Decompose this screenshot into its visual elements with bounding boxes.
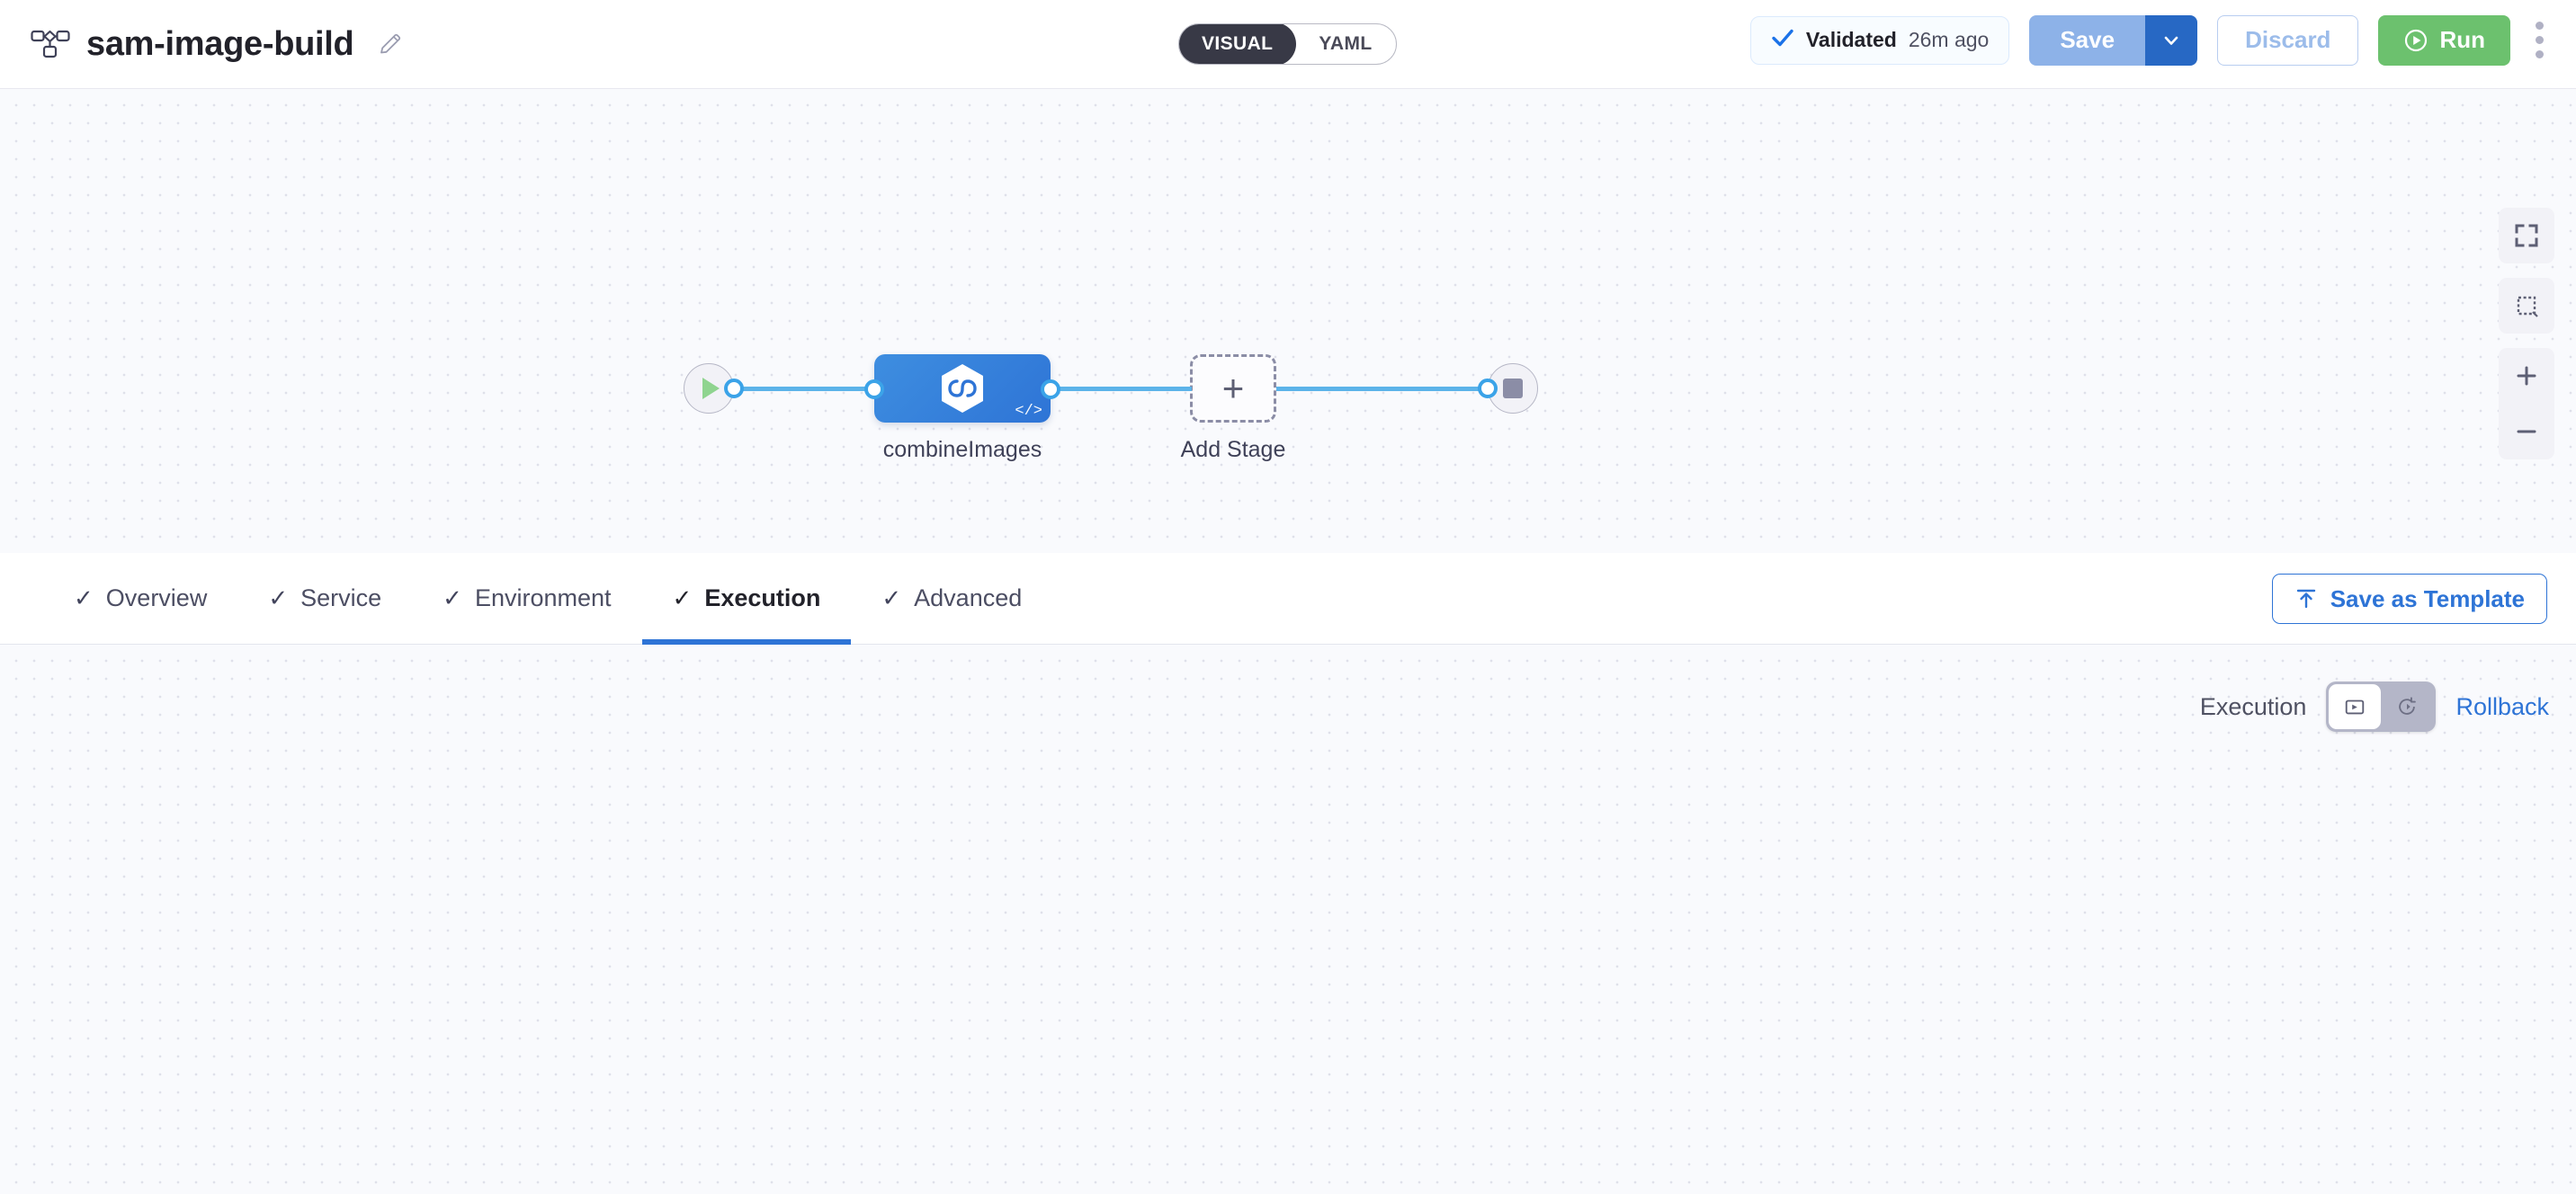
header-actions: Validated 26m ago Save Discard Run xyxy=(1749,13,2549,67)
play-triangle-icon xyxy=(702,378,720,399)
dashed-square-icon xyxy=(2517,296,2538,317)
stage-label: combineImages xyxy=(882,437,1042,462)
zoom-in-button[interactable] xyxy=(2499,348,2554,404)
zoom-to-selection-button[interactable] xyxy=(2499,278,2554,334)
start-output-port[interactable] xyxy=(724,379,744,398)
save-as-template-button[interactable]: Save as Template xyxy=(2271,574,2547,624)
save-button[interactable]: Save xyxy=(2029,14,2146,66)
tab-label: Overview xyxy=(105,584,208,611)
execution-mode-button[interactable] xyxy=(2329,684,2382,729)
rollback-link[interactable]: Rollback xyxy=(2455,692,2549,720)
run-button[interactable]: Run xyxy=(2378,14,2510,66)
stage-output-port[interactable] xyxy=(1041,379,1060,399)
tabs-list: ✓ Overview ✓ Service ✓ Environment ✓ Exe… xyxy=(0,553,1052,645)
stage-config-tabs: ✓ Overview ✓ Service ✓ Environment ✓ Exe… xyxy=(0,553,2576,645)
run-button-label: Run xyxy=(2439,26,2485,53)
stage-node-combineimages[interactable]: </> combineImages xyxy=(864,354,1060,462)
check-icon: ✓ xyxy=(443,584,462,611)
add-stage-button[interactable]: + Add Stage xyxy=(1181,354,1285,462)
play-circle-icon xyxy=(2403,28,2428,53)
validated-timestamp: 26m ago xyxy=(1908,28,1990,51)
canvas-zoom-controls xyxy=(2499,208,2554,459)
validated-label: Validated xyxy=(1805,28,1897,51)
stage-input-port[interactable] xyxy=(864,379,884,399)
code-badge: </> xyxy=(1015,403,1042,420)
execution-rollback-switch: Execution Rollback xyxy=(2200,682,2549,732)
edge-addstage-to-end xyxy=(1276,387,1495,391)
status-badge-validated: Validated 26m ago xyxy=(1749,15,2010,65)
zoom-out-button[interactable] xyxy=(2499,404,2554,459)
chevron-down-icon[interactable] xyxy=(2145,14,2198,66)
template-upload-icon xyxy=(2294,587,2318,610)
execution-mode-label: Execution xyxy=(2199,692,2307,720)
tab-label: Advanced xyxy=(914,584,1023,611)
rollback-mode-button[interactable] xyxy=(2381,684,2433,729)
check-icon: ✓ xyxy=(672,584,693,611)
rollback-circular-arrow-icon xyxy=(2399,697,2417,715)
pipeline-nodes-icon xyxy=(31,26,70,62)
tab-advanced[interactable]: ✓ Advanced xyxy=(851,553,1052,645)
save-split-button[interactable]: Save xyxy=(2029,14,2198,66)
plus-icon: + xyxy=(1221,367,1245,409)
zoom-in-out-group xyxy=(2499,348,2554,459)
harness-ci-hexagon-icon xyxy=(938,362,987,414)
tab-execution[interactable]: ✓ Execution xyxy=(641,553,852,645)
toggle-yaml[interactable]: YAML xyxy=(1319,33,1373,54)
minus-icon xyxy=(2517,430,2536,433)
end-input-port[interactable] xyxy=(1478,379,1498,398)
toggle-visual[interactable]: VISUAL xyxy=(1178,24,1297,64)
check-icon: ✓ xyxy=(74,584,94,611)
save-as-template-label: Save as Template xyxy=(2330,584,2525,612)
app-header: sam-image-build VISUAL YAML Validated 26… xyxy=(0,0,2576,89)
execution-canvas[interactable]: k8s-step-group xyxy=(0,645,2576,1194)
execution-panel-icon xyxy=(2346,699,2365,715)
tab-service[interactable]: ✓ Service xyxy=(237,553,412,645)
add-stage-label: Add Stage xyxy=(1180,437,1286,462)
check-icon: ✓ xyxy=(881,584,902,611)
mode-segmented-control[interactable] xyxy=(2326,682,2437,732)
more-vertical-icon[interactable] xyxy=(2530,13,2549,67)
visual-yaml-toggle[interactable]: VISUAL YAML xyxy=(1178,23,1397,65)
tab-overview[interactable]: ✓ Overview xyxy=(43,553,237,645)
header-left-group: sam-image-build xyxy=(0,25,404,64)
page-title: sam-image-build xyxy=(86,24,354,63)
discard-button[interactable]: Discard xyxy=(2217,14,2359,66)
tab-environment[interactable]: ✓ Environment xyxy=(412,553,641,645)
fit-to-screen-button[interactable] xyxy=(2499,208,2554,263)
stage-end-node xyxy=(1478,363,1538,414)
tab-label: Service xyxy=(300,584,382,611)
stage-canvas[interactable]: </> combineImages + Add Stage xyxy=(0,89,2576,553)
edge-stage-to-addstage xyxy=(1052,387,1192,391)
check-icon: ✓ xyxy=(268,584,289,611)
plus-icon xyxy=(2517,366,2536,386)
stage-start-node xyxy=(684,363,744,414)
tab-label: Environment xyxy=(474,584,612,611)
expand-corners-icon xyxy=(2515,224,2538,247)
stop-square-icon xyxy=(1503,379,1523,398)
edge-start-to-stage xyxy=(736,387,875,391)
pencil-edit-icon[interactable] xyxy=(377,31,404,58)
check-icon xyxy=(1771,26,1794,54)
tab-label: Execution xyxy=(704,584,821,611)
